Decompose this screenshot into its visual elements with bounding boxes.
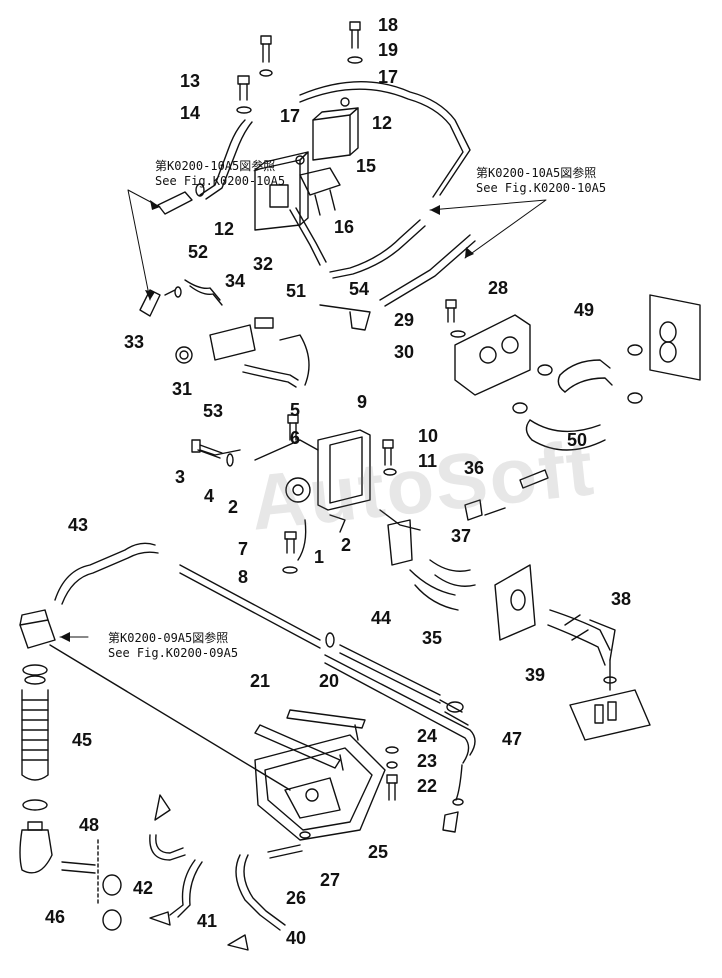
- pipe-47: [442, 764, 464, 833]
- reservoir-bottle: [19, 821, 53, 874]
- harness-line: [49, 644, 291, 791]
- part-number: 54: [349, 279, 370, 299]
- part-number: 53: [203, 401, 224, 421]
- reference-label-top-left: 第K0200-10A5図参照 See Fig.K0200-10A5: [155, 159, 285, 189]
- cable-51: [279, 334, 310, 386]
- heater-unit-right: [312, 107, 359, 161]
- blower-unit: [199, 414, 421, 561]
- part-number: 23: [417, 751, 438, 771]
- part-number: 4: [204, 486, 215, 506]
- leader-lines: [59, 189, 547, 638]
- tray-25: [254, 734, 386, 841]
- part-number: 29: [394, 310, 415, 330]
- part-number: 21: [250, 671, 271, 691]
- part-number: 18: [378, 15, 399, 35]
- left-hose-fittings: [139, 183, 223, 317]
- part-number: 32: [253, 254, 274, 274]
- bolt-22: [385, 746, 399, 801]
- part-number: 15: [356, 156, 377, 176]
- connector-box: [19, 609, 56, 649]
- part-number: 12: [372, 113, 393, 133]
- reference-en: See Fig.K0200-09A5: [108, 646, 239, 660]
- arrow-heads: [60, 200, 474, 642]
- part-number: 30: [394, 342, 415, 362]
- reference-en: See Fig.K0200-10A5: [476, 181, 607, 195]
- part-number: 11: [418, 451, 438, 471]
- part-number: 51: [286, 281, 307, 301]
- lower-pipe-assembly: [54, 542, 476, 764]
- upper-pipe-assembly: [199, 81, 476, 307]
- part-number: 34: [225, 271, 246, 291]
- part-number: 25: [368, 842, 389, 862]
- duct-assembly-right: [445, 294, 701, 451]
- part-number: 28: [488, 278, 509, 298]
- part-number: 46: [45, 907, 66, 927]
- part-number: 39: [525, 665, 546, 685]
- part-number: 12: [214, 219, 235, 239]
- part-number: 9: [357, 392, 368, 412]
- part-number: 14: [180, 103, 201, 123]
- part-number: 2: [341, 535, 352, 555]
- part-number: 26: [286, 888, 307, 908]
- part-number: 41: [197, 911, 218, 931]
- part-number: 49: [574, 300, 595, 320]
- part-number: 27: [320, 870, 341, 890]
- part-number: 33: [124, 332, 145, 352]
- reference-jp: 第K0200-09A5図参照: [108, 631, 229, 645]
- part-number: 47: [502, 729, 523, 749]
- valve-block-31: [175, 317, 299, 388]
- bracket-54: [319, 304, 371, 331]
- hose-45: [21, 664, 49, 811]
- part-number: 13: [180, 71, 201, 91]
- part-number: 31: [172, 379, 193, 399]
- reference-jp: 第K0200-10A5図参照: [476, 166, 597, 180]
- part-number: 5: [290, 400, 301, 420]
- part-number: 7: [238, 539, 249, 559]
- part-number: 48: [79, 815, 100, 835]
- top-bolts: [236, 21, 363, 114]
- part-number: 22: [417, 776, 438, 796]
- reference-label-mid-left: 第K0200-09A5図参照 See Fig.K0200-09A5: [108, 631, 238, 661]
- part-number: 20: [319, 671, 340, 691]
- part-number: 17: [280, 106, 301, 126]
- part-number: 38: [611, 589, 632, 609]
- part-number: 8: [238, 567, 249, 587]
- hoses-46-48: [61, 839, 122, 931]
- part-number: 37: [451, 526, 472, 546]
- brackets-20-21: [254, 709, 366, 771]
- part-number: 10: [418, 426, 439, 446]
- part-number: 2: [228, 497, 239, 517]
- reference-label-top-right: 第K0200-10A5図参照 See Fig.K0200-10A5: [476, 166, 606, 196]
- part-number: 16: [334, 217, 355, 237]
- duct-assembly-center: [387, 469, 651, 741]
- reference-jp: 第K0200-10A5図参照: [155, 159, 276, 173]
- valve-bracket: [295, 97, 350, 216]
- part-number: 44: [371, 608, 392, 628]
- part-number: 17: [378, 67, 399, 87]
- reference-en: See Fig.K0200-10A5: [155, 174, 286, 188]
- part-number: 19: [378, 40, 399, 60]
- part-number: 6: [290, 428, 301, 448]
- heater-unit-left: [254, 151, 309, 231]
- part-number: 1: [314, 547, 325, 567]
- part-number: 42: [133, 878, 154, 898]
- lower-hoses: [149, 794, 311, 951]
- part-number: 50: [567, 430, 588, 450]
- part-number: 3: [175, 467, 186, 487]
- part-number: 35: [422, 628, 443, 648]
- part-number: 43: [68, 515, 89, 535]
- part-number: 52: [188, 242, 209, 262]
- part-number: 24: [417, 726, 438, 746]
- part-number: 45: [72, 730, 93, 750]
- center-bolts: [191, 439, 298, 574]
- part-number: 40: [286, 928, 307, 948]
- part-number: 36: [464, 458, 485, 478]
